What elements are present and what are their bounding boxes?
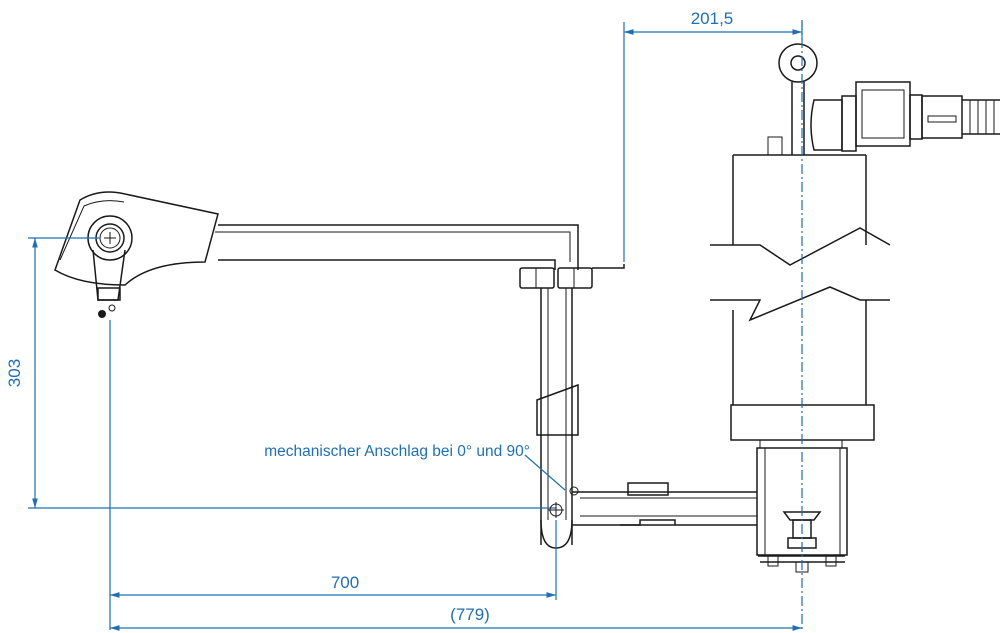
dimension-overall-label: (779) bbox=[450, 605, 490, 624]
valve-body bbox=[855, 81, 911, 147]
break-line-upper bbox=[710, 227, 891, 266]
dimension-height: 303 bbox=[5, 237, 556, 509]
dimension-reach-label: 700 bbox=[331, 573, 359, 592]
lower-arm bbox=[569, 482, 757, 526]
dimension-top-label: 201,5 bbox=[691, 9, 734, 28]
dimension-reach: 700 bbox=[109, 320, 557, 630]
column-assembly bbox=[710, 43, 1000, 573]
upper-arm bbox=[215, 224, 625, 289]
dimension-overall: (779) bbox=[110, 605, 802, 631]
lower-housing bbox=[756, 447, 848, 556]
head-housing bbox=[54, 191, 219, 318]
stop-note: mechanischer Anschlag bei 0° und 90° bbox=[264, 443, 530, 460]
dimension-height-label: 303 bbox=[5, 359, 24, 387]
stop-annotation: mechanischer Anschlag bei 0° und 90° bbox=[264, 443, 566, 518]
break-line-lower bbox=[710, 286, 890, 322]
dimension-top: 201,5 bbox=[623, 9, 803, 262]
lifting-eye bbox=[778, 43, 818, 83]
vertical-arm bbox=[536, 288, 579, 549]
